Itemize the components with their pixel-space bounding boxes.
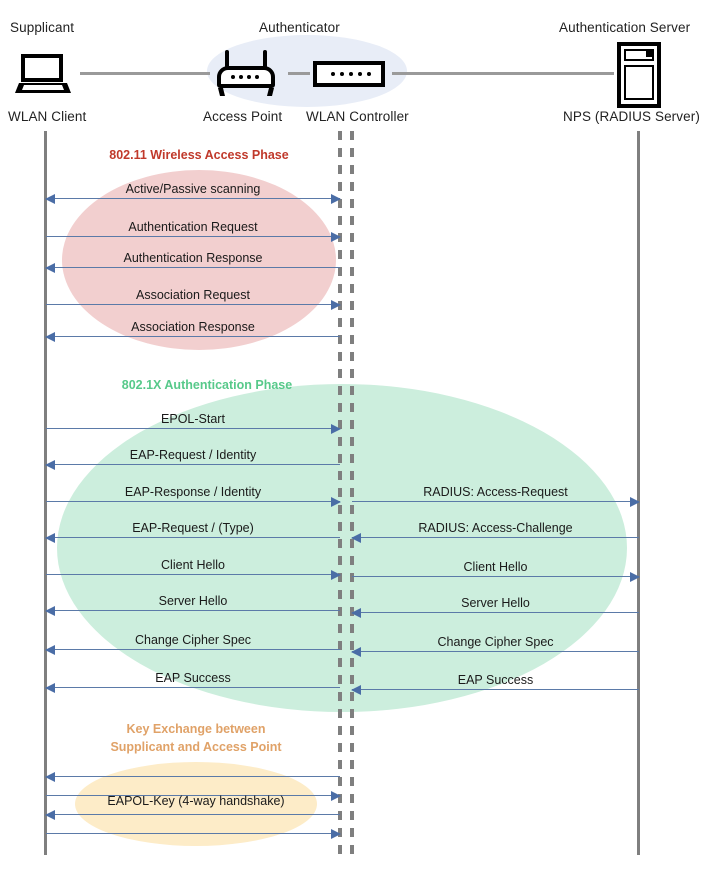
- message-right-0: RADIUS: Access-Request: [352, 480, 640, 507]
- message-left-label-9: Client Hello: [161, 558, 225, 572]
- message-left-14: [46, 776, 341, 801]
- message-right-label-1: RADIUS: Access-Challenge: [418, 521, 573, 535]
- message-left-0: Active/Passive scanning: [45, 177, 341, 204]
- message-left-10: Server Hello: [45, 589, 340, 616]
- lifeline-supplicant: [44, 131, 47, 855]
- phase-label-dot1x-auth: 802.1X Authentication Phase: [121, 378, 293, 392]
- actor-role-authenticator: Authenticator: [259, 20, 340, 35]
- message-left-label-5: EPOL-Start: [161, 412, 225, 426]
- message-left-15: [45, 795, 340, 820]
- message-left-label-1: Authentication Request: [128, 220, 258, 234]
- message-left-4: Association Response: [45, 315, 340, 342]
- lifeline-authentication-server: [637, 131, 640, 855]
- wire-client-to-ap: [80, 72, 210, 75]
- wire-ap-to-controller: [288, 72, 310, 75]
- message-left-label-6: EAP-Request / Identity: [129, 448, 257, 462]
- message-left-16: [46, 814, 341, 839]
- message-left-label-3: Association Request: [136, 288, 250, 302]
- lifeline-wlan-controller: [350, 131, 354, 855]
- message-left-label-11: Change Cipher Spec: [134, 633, 252, 647]
- actor-role-authentication-server: Authentication Server: [559, 20, 691, 35]
- laptop-icon: [15, 54, 71, 94]
- wire-controller-to-server: [392, 72, 614, 75]
- message-left-label-10: Server Hello: [158, 594, 228, 608]
- message-right-label-3: Server Hello: [461, 596, 530, 610]
- message-label-eapol-key: EAPOL-Key (4-way handshake): [107, 794, 285, 808]
- message-right-1: RADIUS: Access-Challenge: [351, 516, 639, 543]
- message-left-label-12: EAP Success: [155, 671, 231, 685]
- message-left-label-8: EAP-Request / (Type): [132, 521, 254, 535]
- message-left-1: Authentication Request: [46, 215, 341, 242]
- message-right-label-2: Client Hello: [463, 560, 528, 574]
- message-left-6: EAP-Request / Identity: [45, 443, 340, 470]
- message-left-7: EAP-Response / Identity: [46, 480, 341, 507]
- message-left-12: EAP Success: [45, 666, 340, 693]
- actor-device-wlan-controller: WLAN Controller: [306, 109, 409, 124]
- lifeline-access-point: [338, 131, 342, 855]
- actor-device-access-point: Access Point: [203, 109, 283, 124]
- message-right-label-0: RADIUS: Access-Request: [423, 485, 568, 499]
- message-right-3: Server Hello: [351, 591, 639, 618]
- message-left-11: Change Cipher Spec: [45, 628, 340, 655]
- phase-label-wireless-access: 802.11 Wireless Access Phase: [109, 148, 289, 162]
- actor-device-wlan-client: WLAN Client: [8, 109, 87, 124]
- message-left-label-7: EAP-Response / Identity: [124, 485, 262, 499]
- message-left-5: EPOL-Start: [46, 407, 341, 434]
- message-left-label-2: Authentication Response: [123, 251, 263, 265]
- message-right-2: Client Hello: [352, 555, 640, 582]
- wlan-controller-icon: [313, 61, 385, 87]
- actor-role-supplicant: Supplicant: [10, 20, 75, 35]
- access-point-icon: [215, 50, 277, 96]
- message-right-label-4: Change Cipher Spec: [437, 635, 554, 649]
- message-left-8: EAP-Request / (Type): [45, 516, 340, 543]
- message-left-3: Association Request: [46, 283, 341, 310]
- message-right-5: EAP Success: [351, 668, 639, 695]
- message-right-4: Change Cipher Spec: [351, 630, 639, 657]
- message-left-label-4: Association Response: [131, 320, 255, 334]
- message-right-label-5: EAP Success: [457, 673, 534, 687]
- message-left-9: Client Hello: [46, 553, 341, 580]
- message-left-2: Authentication Response: [45, 246, 340, 273]
- phase-label-key-exchange: Key Exchange between Supplicant and Acce…: [110, 722, 282, 754]
- message-left-label-0: Active/Passive scanning: [125, 182, 261, 196]
- message-left-13: [45, 757, 340, 782]
- phase-ellipse-dot1x-auth: [57, 384, 627, 712]
- server-icon: [617, 42, 661, 108]
- phase-ellipse-wireless-access: [62, 170, 336, 350]
- actor-device-nps-radius-server: NPS (RADIUS Server): [563, 109, 700, 124]
